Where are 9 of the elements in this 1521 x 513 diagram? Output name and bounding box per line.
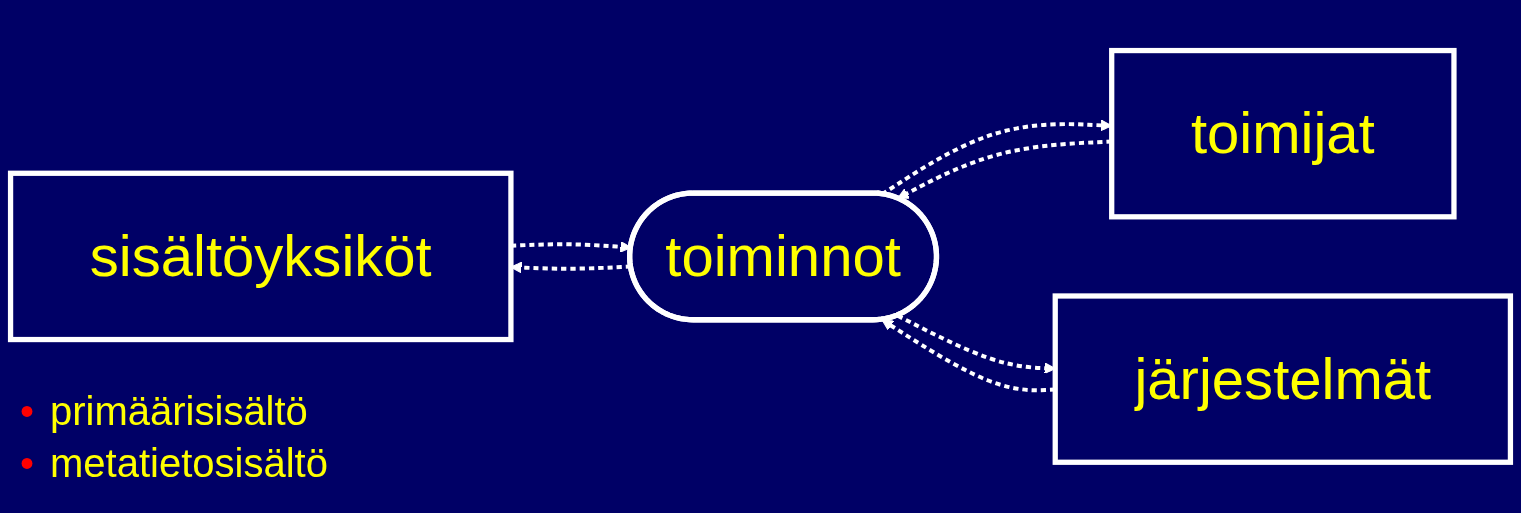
node-box	[7, 170, 514, 343]
bullet-mark: •	[20, 389, 34, 433]
arrow	[881, 319, 1056, 393]
arrow	[897, 139, 1112, 200]
node-box	[1052, 293, 1514, 465]
node-box	[1109, 48, 1457, 220]
list-item-text: primäärisisältö	[50, 389, 308, 433]
bullet-mark: •	[20, 441, 34, 485]
list-item-text: metatietosisältö	[50, 441, 328, 485]
